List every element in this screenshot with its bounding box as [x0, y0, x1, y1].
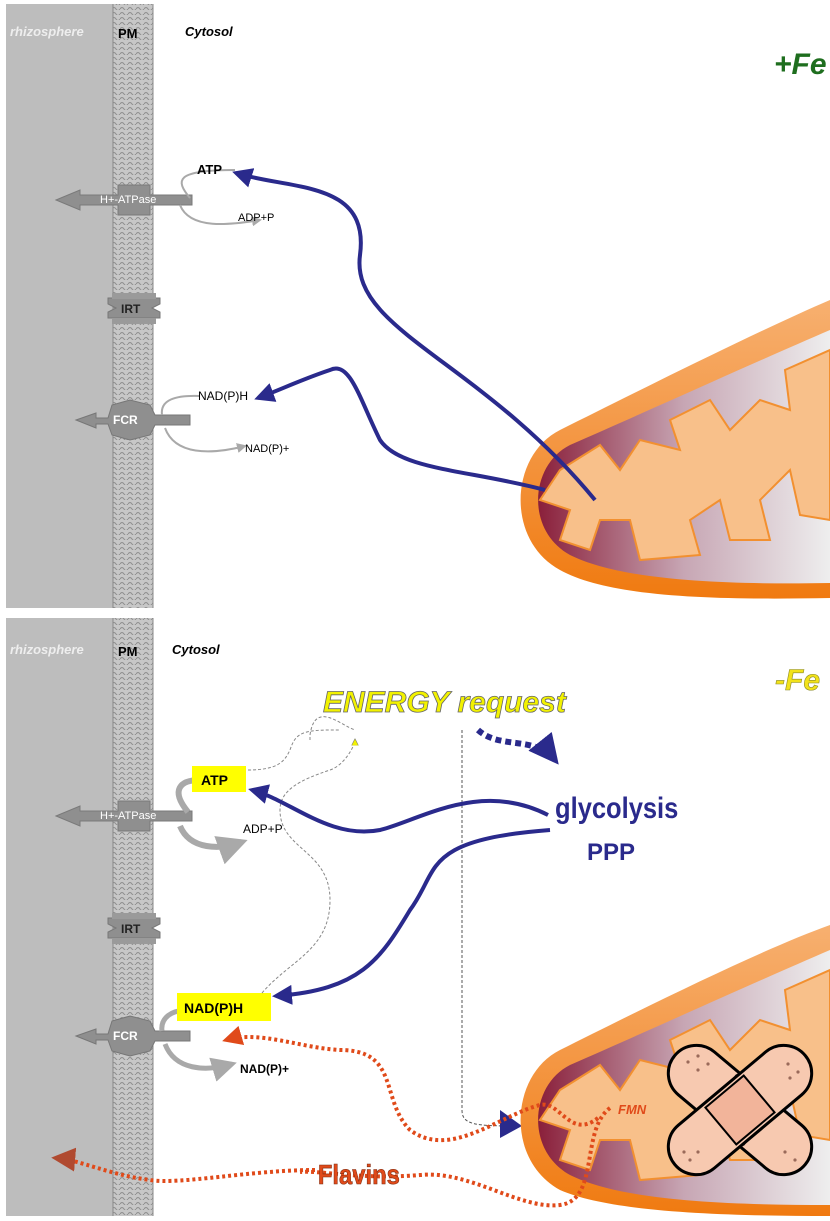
top-panel: rhizosphere PM Cytosol +Fe H+-ATPase ATP… — [6, 4, 830, 608]
energy-signal-line — [248, 730, 340, 770]
h-atpase-label: H+-ATPase — [100, 194, 156, 206]
nadph-supply-arrow — [258, 368, 545, 490]
ppp-label: PPP — [587, 839, 635, 866]
energy-request-label: ENERGY request — [323, 686, 568, 719]
cytosol-label: Cytosol — [185, 24, 233, 39]
ppp-nadph-arrow — [276, 830, 550, 996]
irt-label: IRT — [121, 302, 141, 316]
flavins-label: Flavins — [318, 1158, 400, 1190]
energy-to-glycolysis-arrow — [478, 730, 555, 760]
nadp-plus-label: NAD(P)+ — [245, 443, 289, 455]
fmn-label: FMN — [618, 1102, 647, 1117]
rhizosphere-label: rhizosphere — [10, 24, 84, 39]
nadph-label: NAD(P)H — [184, 1000, 243, 1016]
pm-label: PM — [118, 26, 138, 41]
h-atpase-label: H+-ATPase — [100, 810, 156, 822]
adp-p-label: ADP+P — [243, 822, 283, 836]
rhizosphere-region — [6, 618, 113, 1216]
energy-request-signal-arrow — [262, 740, 355, 993]
minus-fe-label: -Fe — [775, 664, 820, 697]
rhizosphere-label: rhizosphere — [10, 642, 84, 657]
nadp-plus-label: NAD(P)+ — [240, 1062, 289, 1076]
mitochondria-signal-arrowhead — [500, 1110, 522, 1138]
rhizosphere-region — [6, 4, 113, 608]
irt-label: IRT — [121, 922, 141, 936]
nadph-label: NAD(P)H — [198, 389, 248, 403]
glycolysis-atp-arrow — [252, 790, 548, 832]
plus-fe-label: +Fe — [774, 48, 827, 81]
mitochondria-signal-line — [462, 730, 520, 1126]
fcr-label: FCR — [113, 1029, 138, 1043]
bottom-panel: rhizosphere PM Cytosol -Fe ENERGY reques… — [6, 618, 830, 1216]
atp-label: ATP — [201, 772, 228, 788]
cytosol-label: Cytosol — [172, 642, 220, 657]
adp-p-label: ADP+P — [238, 212, 274, 224]
mitochondrion — [521, 300, 830, 599]
glycolysis-label: glycolysis — [555, 791, 678, 824]
pm-label: PM — [118, 644, 138, 659]
fcr-label: FCR — [113, 413, 138, 427]
atp-label: ATP — [197, 162, 222, 177]
